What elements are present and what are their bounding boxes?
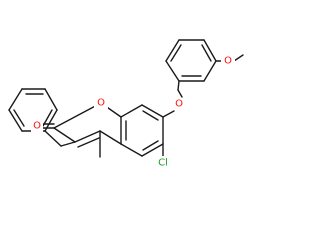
bond-c7-c8-double (142, 110, 159, 121)
bond-c7-c8 (141, 104, 164, 118)
bond-ar-5 (203, 60, 217, 82)
atom-label-layer: O O O O Cl (31, 55, 235, 169)
bond-ar-double-b (201, 44, 212, 62)
bond-ar-4 (203, 39, 217, 62)
bond-c8-c8a (120, 104, 143, 118)
bond-omethoxy-ch3 (233, 54, 244, 62)
bond-ph-double-a (13, 109, 25, 127)
bond-ar-double-a (170, 44, 182, 62)
bond-ph-6 (44, 109, 58, 132)
bond-c3-c4-double (77, 137, 100, 148)
bond-layer (8, 39, 244, 158)
ether-oxygen-label: O (175, 99, 183, 110)
bond-ph-3 (8, 88, 23, 111)
bond-c2-c3 (53, 127, 76, 143)
bond-ar-2 (165, 39, 180, 62)
bond-c3-ch2 (60, 141, 76, 147)
bond-c3-c4 (74, 130, 101, 143)
bond-ph-double-c (42, 109, 53, 127)
molecule-structure-diagram: O O O O Cl (8, 39, 244, 169)
methoxy-oxygen-label: O (224, 56, 232, 67)
bond-oether-ch2 (177, 89, 183, 98)
bond-ch2-ar (177, 80, 180, 91)
bond-c5-c6-double (142, 140, 159, 151)
chlorine-label: Cl (158, 158, 168, 169)
bond-c4a-c5 (120, 143, 143, 157)
carbonyl-oxygen-label: O (33, 121, 41, 132)
bond-c7-oether (162, 110, 175, 118)
bond-ch2-phenyl (44, 130, 62, 147)
bond-ar-1 (165, 60, 180, 82)
bond-c5-c6 (141, 143, 164, 157)
bond-c4-c4a (99, 130, 122, 145)
bond-ph-2 (8, 109, 23, 132)
ring-oxygen-label: O (97, 98, 105, 109)
bond-o1-c2 (53, 102, 102, 129)
bond-ph-5 (44, 88, 58, 111)
